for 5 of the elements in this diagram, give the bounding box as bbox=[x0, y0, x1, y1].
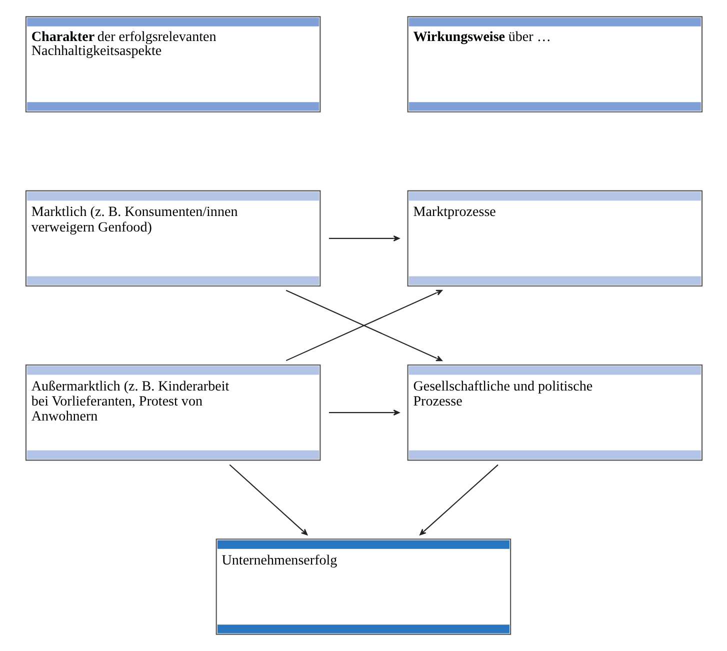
arrow bbox=[419, 464, 498, 536]
arrow bbox=[328, 410, 400, 416]
arrow bbox=[285, 290, 442, 362]
arrow bbox=[228, 464, 308, 536]
arrow bbox=[328, 235, 400, 242]
